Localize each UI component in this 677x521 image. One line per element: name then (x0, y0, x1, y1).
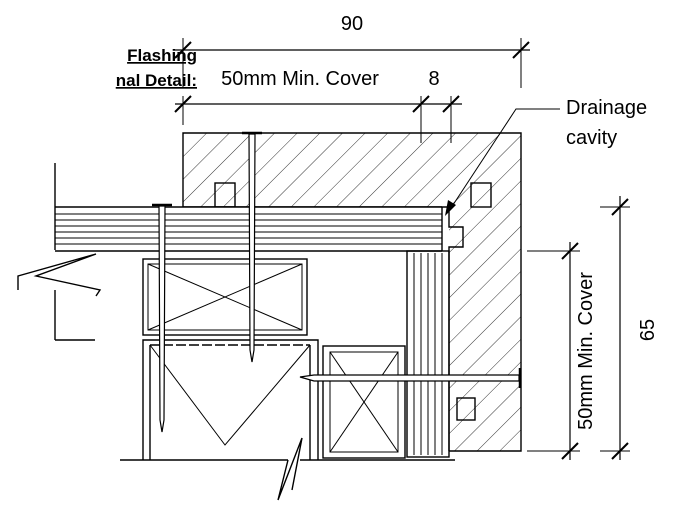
timber-block-lower (322, 345, 406, 459)
dimension-min-cover-top: 50mm Min. Cover 8 (174, 68, 462, 143)
min-cover-top-label: 50mm Min. Cover (221, 68, 379, 90)
overall-height-value: 65 (637, 319, 659, 341)
timber-block-upper (142, 258, 308, 336)
title-line-1: Flashing (127, 46, 197, 65)
left-wall-break (17, 163, 102, 341)
dimension-overall-height: 65 (600, 196, 659, 460)
dimension-min-cover-side: 50mm Min. Cover (527, 242, 597, 460)
hatched-facing (182, 132, 522, 452)
detail-title: Flashing nal Detail: (116, 46, 197, 90)
dimension-overall-width: 90 (174, 13, 530, 88)
bottom-break (120, 437, 455, 501)
drainage-cavity-annotation: Drainage cavity (445, 97, 647, 216)
drainage-label-line-1: Drainage (566, 97, 647, 119)
overall-width-value: 90 (341, 13, 363, 35)
cavity-width-value: 8 (428, 68, 439, 90)
min-cover-side-label: 50mm Min. Cover (575, 272, 597, 430)
title-line-2: nal Detail: (116, 71, 197, 90)
drainage-label-line-2: cavity (566, 127, 617, 149)
vertical-board (406, 250, 450, 458)
lower-framing (142, 339, 319, 460)
horizontal-board (55, 206, 443, 252)
nails (152, 131, 522, 433)
